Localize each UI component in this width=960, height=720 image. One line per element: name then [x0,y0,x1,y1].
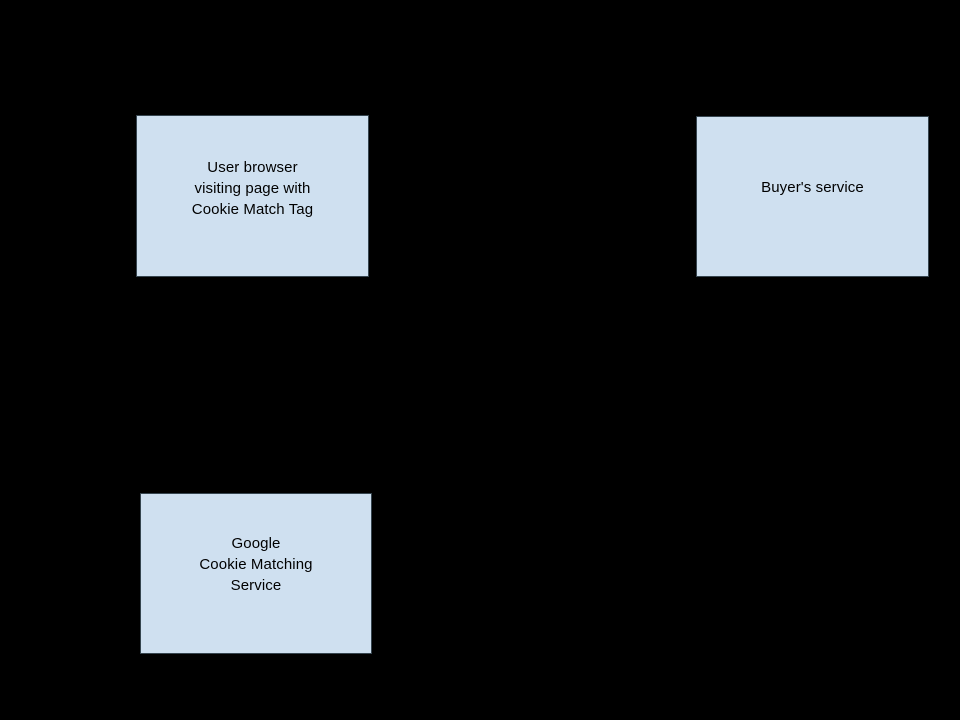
node-user-browser[interactable]: User browser visiting page with Cookie M… [136,115,369,277]
node-user-browser-label: User browser visiting page with Cookie M… [191,158,314,218]
node-google-cookie-matching-service[interactable]: Google Cookie Matching Service [140,493,372,654]
node-buyers-service-label: Buyer's service [761,179,864,196]
node-buyers-service[interactable]: Buyer's service [696,116,929,277]
node-google-cookie-matching-service-label: Google Cookie Matching Service [199,535,313,594]
